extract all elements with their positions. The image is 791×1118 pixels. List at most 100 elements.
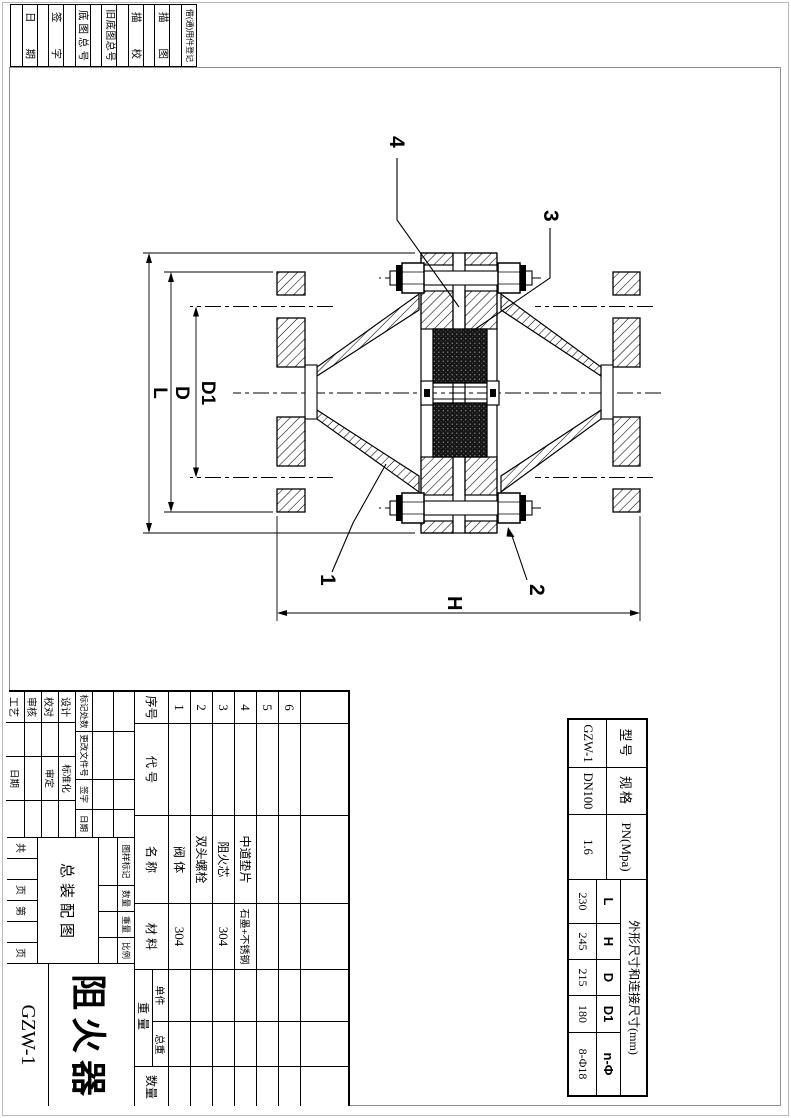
spec-dims-group: 外形尺寸和连接尺寸(mm) L 230 H 245 D 215 D1 180 [569,880,646,1095]
stud-bolt-left [389,262,533,294]
revision-header-doc: 更改文件号 [76,732,92,780]
spec-dims-columns: L 230 H 245 D 215 D1 180 n-Φ 8-Φ18 [569,880,620,1095]
revision-cell [114,732,134,780]
bom-cell [169,1022,190,1067]
bom-code [235,724,256,816]
spec-dim-value: 245 [576,932,590,951]
spec-col-model: 型号 GZW-1 [569,720,646,768]
bom-cell [257,970,278,1022]
bom-cell [235,1022,256,1067]
bom-cell [257,1067,278,1107]
review-label: 审核 [25,692,41,723]
marks-value-cell [99,886,117,912]
bom-cell [279,1067,300,1107]
bom-name: 双头螺栓 [191,816,212,904]
spec-dim-value: 8-Φ18 [576,1048,590,1080]
bom-row-5: 5 [256,692,278,1106]
sheet-cell [7,922,37,943]
center-flanges [420,252,498,534]
date-label: 日期 [6,757,24,801]
top-cone-body [500,292,602,494]
bom-cell [301,724,348,816]
revision-cell [93,732,113,780]
design-row: 设计 标准化 [58,692,75,837]
sign-cell [59,723,75,757]
sheet-count-row: 共 页 第 页 [7,838,37,963]
spec-dim-label: D1 [596,996,620,1032]
spec-dim-value: 230 [576,892,590,911]
qty-label: 数量 [118,886,134,912]
bom-cell [213,1022,234,1067]
spec-dim-label: L [596,880,620,923]
drawing-number: GZW-1 [7,964,49,1106]
mid-cell [25,757,41,801]
callout-leaders [331,158,551,581]
bom-cell [235,970,256,1022]
approve-label: 审定 [42,757,58,801]
sign-cell [25,801,41,837]
bom-header-row: 序号 代 号 名 称 材 料 单件 总重 重量 数量 [135,692,168,1106]
sheet-page-label2: 页 [14,948,26,958]
spec-col-spec: 规格 DN100 [569,768,646,815]
revision-cell [114,780,134,810]
bom-row-blank [300,692,348,1106]
bom-cell [301,904,348,970]
sheet-total-label: 共 [7,838,37,859]
bom-material [279,904,300,970]
bom-no: 6 [279,692,300,724]
spec-dim-col: H 245 [569,924,620,960]
bom-header-material: 材 料 [135,904,168,970]
title-block-revision-area: 标记处数 更改文件号 签字 日期 设计 标准化 校对 审定 [6,692,134,838]
spec-value-pn: 1.6 [581,839,595,855]
bom-weight-subheaders: 单件 总重 [152,970,168,1066]
spec-dim-col: D1 180 [569,996,620,1033]
bom-name: 阻火芯 [213,816,234,904]
bom-cell [213,1067,234,1107]
spec-table: 型号 GZW-1 规格 DN100 PN(Mpa) 1.6 外形尺寸和连接尺寸(… [567,718,648,1097]
bom-name [257,816,278,904]
doc-type: 总装配图 [37,838,98,963]
bom-cell [213,970,234,1022]
bom-cell [301,1067,348,1107]
scale-label: 比例 [121,941,131,959]
callout-label-3: 3 [539,210,562,222]
spec-col-pn: PN(Mpa) 1.6 [569,815,646,880]
bom-name: 阀 体 [169,816,190,904]
spec-dim-col: L 230 [569,880,620,924]
bom-cell [235,1067,256,1107]
bom-material: 304 [213,904,234,970]
callout-label-4: 4 [385,136,408,148]
revision-empty-row [113,692,134,837]
bom-code [169,724,190,816]
drawing-title: 阻火器 [68,973,109,1103]
revision-cell [93,692,113,732]
title-block-right: 阻火器 GZW-1 [7,964,134,1106]
bom-header-code: 代 号 [135,724,168,816]
sheet-no-label: 第 [7,901,37,922]
revision-header-mark: 标记处数 [76,692,92,732]
check-row: 校对 审定 [41,692,58,837]
revision-cell [114,692,134,732]
dimension-l [143,252,415,534]
bom-no: 5 [257,692,278,724]
bom-header-unit-weight: 单件 [153,970,168,1022]
spec-header-pn: PN(Mpa) [606,815,646,879]
revision-cell [114,810,134,837]
callout-label-2: 2 [525,584,548,596]
sign-cell [42,801,58,837]
bom-material [191,904,212,970]
bottom-flange [276,271,318,513]
marks-value-cell [99,838,117,886]
sign-cell [6,801,24,837]
spec-value-spec: DN100 [581,772,595,810]
spec-dim-label: D [596,960,620,995]
bom-cell [301,816,348,904]
revision-cell [93,810,113,837]
